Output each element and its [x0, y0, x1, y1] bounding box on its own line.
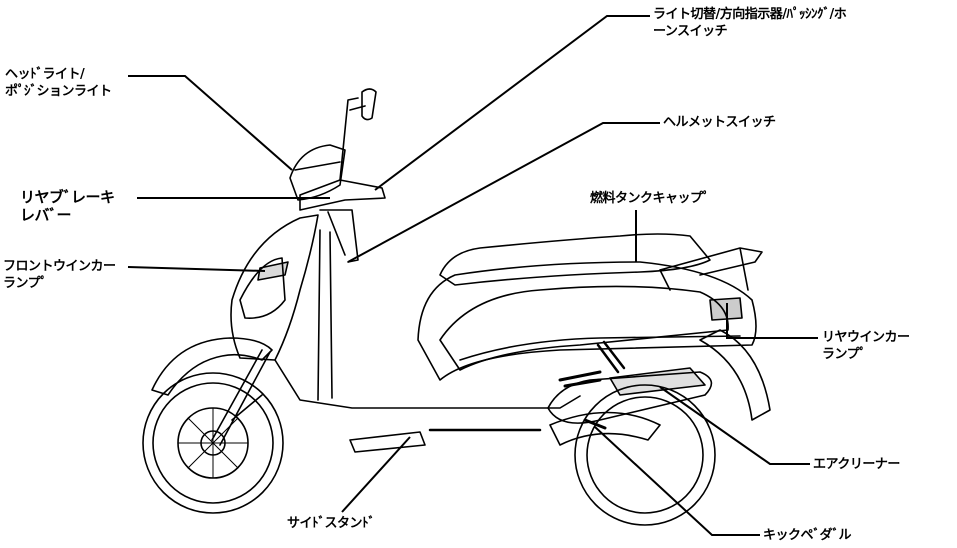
label-rear-winker: リヤウインカー ランプﾟ — [822, 330, 910, 362]
leader-light-switch — [374, 15, 650, 191]
front-fender — [151, 337, 273, 396]
leader-headlight — [128, 75, 293, 171]
label-light-switch: ライト切替/方向指示器/ﾊﾟｯｼﾝｸﾞ/ホ ーンスイッチ — [653, 7, 847, 39]
label-helmet-switch: ヘルメットスイッチ — [663, 115, 776, 130]
label-fuel-cap: 燃料タンクキャップﾟ — [590, 191, 710, 206]
handlebar — [299, 179, 386, 211]
front-fork — [211, 349, 271, 446]
floorboard — [274, 359, 581, 409]
front-winker-lamp — [257, 261, 289, 281]
scooter-drawing — [142, 88, 771, 526]
side-stand — [349, 431, 426, 453]
label-kick-pedal: キックペﾞダﾞル — [763, 528, 852, 543]
engine-unit — [547, 371, 713, 424]
mirror — [361, 88, 377, 121]
leader-helmet-switch — [347, 122, 660, 263]
label-side-stand: サイﾄﾞスタンﾄﾞ — [287, 516, 375, 531]
rear-body — [417, 261, 757, 381]
seat — [439, 233, 711, 286]
kick-pedal-arm — [549, 411, 661, 446]
label-rear-brake: リヤブﾞレーキ レバﾞー — [20, 188, 115, 224]
rear-fender — [699, 329, 771, 421]
label-headlight: ヘッﾄﾞライト/ ポﾟｼﾞションライト — [5, 67, 112, 99]
leader-front-winker — [127, 266, 266, 272]
rear-wheel — [574, 384, 716, 526]
leader-rear-winker — [726, 303, 818, 339]
rear-shock — [596, 340, 626, 374]
label-air-cleaner: エアクリーナー — [813, 457, 900, 472]
label-front-winker: フロントウインカー ランプﾟ — [3, 259, 116, 291]
leader-kick-pedal — [594, 426, 760, 536]
rear-rack — [659, 247, 763, 291]
leader-lines — [127, 15, 818, 536]
front-apron — [230, 214, 319, 361]
air-cleaner-box — [609, 367, 706, 396]
leader-side-stand — [341, 436, 411, 513]
leader-air-cleaner — [659, 386, 810, 465]
headlight-cowl — [289, 144, 346, 201]
front-wheel — [142, 372, 284, 514]
